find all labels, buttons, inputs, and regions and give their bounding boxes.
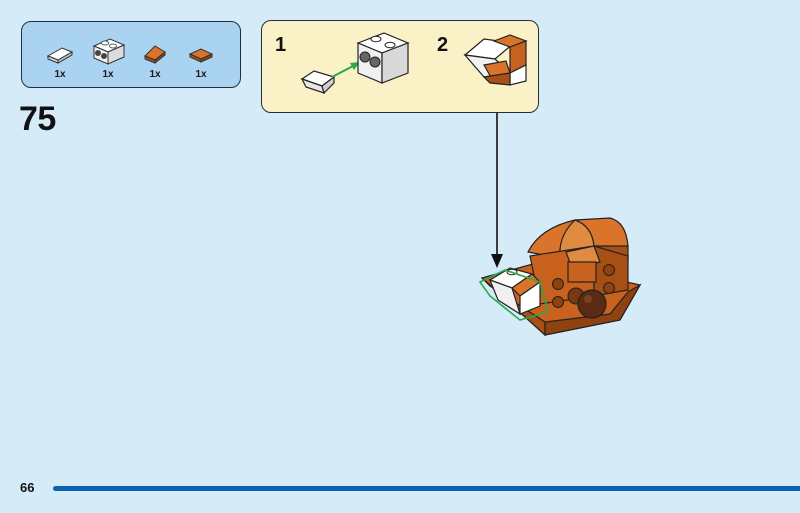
knob-icon bbox=[577, 289, 607, 319]
part-item: 1x bbox=[181, 36, 221, 82]
white-slope-piece-icon bbox=[46, 47, 74, 64]
page-number: 66 bbox=[20, 480, 35, 495]
part-item: 1x bbox=[40, 36, 80, 82]
dark-orange-tile-icon bbox=[188, 48, 214, 63]
side-studs bbox=[552, 264, 615, 308]
substep-number: 2 bbox=[437, 34, 449, 56]
step-number: 75 bbox=[19, 100, 56, 138]
progress-bar-fill bbox=[53, 486, 800, 491]
part-quantity: 1x bbox=[102, 69, 114, 80]
parts-list-box: 1x 1x 1x 1x bbox=[21, 21, 241, 88]
white-slope-piece-icon bbox=[300, 70, 336, 95]
part-quantity: 1x bbox=[54, 69, 66, 80]
part-item: 1x bbox=[135, 36, 175, 82]
subassembly-illustration bbox=[300, 32, 528, 95]
part-quantity: 1x bbox=[149, 69, 161, 80]
white-brick-with-side-studs-icon bbox=[356, 32, 410, 84]
substep-number: 1 bbox=[275, 34, 287, 56]
progress-bar bbox=[53, 486, 800, 491]
part-quantity: 1x bbox=[195, 69, 207, 80]
dark-orange-slope-piece-icon bbox=[144, 45, 166, 65]
part-item: 1x bbox=[88, 36, 128, 82]
assembled-piece-icon bbox=[463, 34, 528, 86]
down-arrow-icon bbox=[491, 113, 503, 268]
subassembly-box: 1 2 bbox=[261, 20, 539, 113]
new-subassembly bbox=[478, 267, 549, 321]
white-brick-with-side-studs-icon bbox=[92, 38, 126, 65]
